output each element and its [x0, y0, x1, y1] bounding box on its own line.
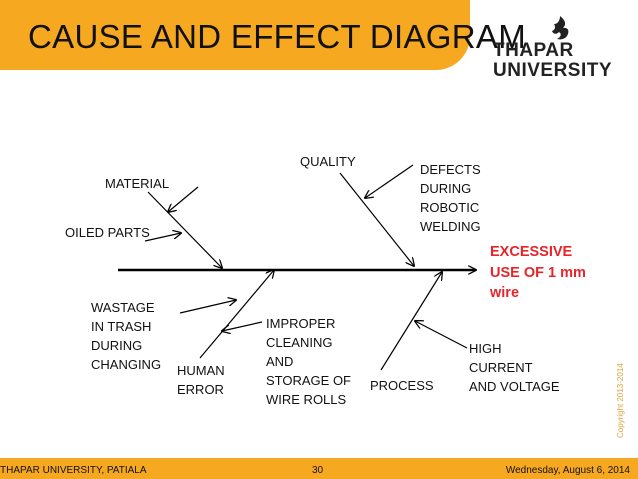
label-process: PROCESS — [370, 378, 434, 393]
bone-human-error — [199, 270, 274, 359]
label-high-current: HIGH CURRENT AND VOLTAGE — [469, 341, 560, 394]
bone-process — [380, 272, 442, 371]
label-wastage: WASTAGE IN TRASH DURING CHANGING — [91, 300, 162, 372]
bone-material — [147, 191, 222, 268]
copyright-text: Copyright 2013-2014 — [616, 363, 625, 438]
footer-date: Wednesday, August 6, 2014 — [505, 465, 630, 476]
label-human-error: HUMAN ERROR — [177, 363, 225, 397]
effect-label: EXCESSIVE USE OF 1 mm wire — [490, 244, 586, 301]
logo-text-university: UNIVERSITY — [493, 60, 613, 81]
footer-page-number: 30 — [312, 465, 324, 476]
title-bar — [0, 0, 470, 70]
sub-arrow-improper — [222, 321, 263, 331]
label-defects: DEFECTS DURING ROBOTIC WELDING — [420, 162, 481, 234]
label-material: MATERIAL — [105, 176, 170, 191]
sub-arrow-high-current — [415, 321, 468, 349]
logo-text-thapar: THAPAR — [493, 40, 574, 61]
slide-title: CAUSE AND EFFECT DIAGRAM — [28, 18, 526, 55]
sub-arrow-material — [168, 186, 199, 212]
footer-bar — [0, 458, 638, 479]
bone-quality — [339, 172, 414, 266]
footer-university: THAPAR UNIVERSITY, PATIALA — [0, 465, 147, 476]
label-improper-cleaning: IMPROPER CLEANING AND STORAGE OF WIRE RO… — [266, 316, 351, 407]
label-quality: QUALITY — [300, 154, 356, 169]
university-logo: THAPAR UNIVERSITY — [493, 14, 613, 84]
sub-arrow-defects — [365, 164, 414, 198]
flame-icon — [552, 16, 569, 40]
sub-arrow-wastage — [179, 300, 236, 314]
label-oiled-parts: OILED PARTS — [65, 225, 150, 240]
sub-arrow-oiled-parts — [144, 233, 181, 242]
